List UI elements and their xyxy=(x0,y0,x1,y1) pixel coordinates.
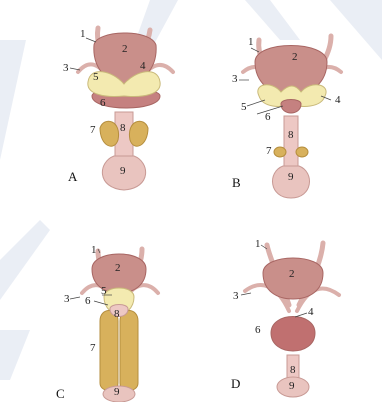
bulbourethral-gland-left xyxy=(100,311,118,391)
marker-7: 7 xyxy=(266,146,272,157)
panel-label-a: A xyxy=(68,170,77,183)
marker-4: 4 xyxy=(140,61,146,72)
marker-1: 1 xyxy=(91,245,97,256)
panel-label-c: C xyxy=(56,387,65,400)
panel-a: 1 2 3 4 5 6 7 8 9 A xyxy=(0,0,191,201)
marker-7: 7 xyxy=(90,125,96,136)
marker-8: 8 xyxy=(288,130,294,141)
marker-6: 6 xyxy=(265,112,271,123)
urethra xyxy=(284,116,298,168)
marker-3: 3 xyxy=(63,63,69,74)
marker-4: 4 xyxy=(335,95,341,106)
panel-b: 1 2 3 4 5 6 8 7 9 B xyxy=(191,0,382,201)
marker-5: 5 xyxy=(93,72,99,83)
marker-1: 1 xyxy=(248,37,254,48)
bulbourethral-gland-left xyxy=(274,147,286,157)
panel-label-d: D xyxy=(231,377,240,390)
panel-c: 1 2 5 3 6 8 7 9 C xyxy=(0,201,191,402)
panel-c-illustration xyxy=(0,201,191,402)
bulbourethral-gland-right xyxy=(129,121,148,146)
panel-a-illustration xyxy=(0,0,191,201)
marker-4: 4 xyxy=(308,307,314,318)
marker-8: 8 xyxy=(290,365,296,376)
marker-5: 5 xyxy=(101,286,107,297)
marker-1: 1 xyxy=(255,239,261,250)
panel-b-illustration xyxy=(191,0,382,201)
marker-7: 7 xyxy=(90,343,96,354)
marker-5: 5 xyxy=(241,102,247,113)
marker-9: 9 xyxy=(289,381,295,392)
marker-3: 3 xyxy=(233,291,239,302)
marker-8: 8 xyxy=(114,309,120,320)
marker-6: 6 xyxy=(100,98,106,109)
marker-9: 9 xyxy=(288,172,294,183)
bulbourethral-gland-left xyxy=(100,121,119,146)
panel-label-b: B xyxy=(232,176,241,189)
marker-2: 2 xyxy=(292,52,298,63)
prostate xyxy=(271,317,315,352)
bulbourethral-gland-right xyxy=(120,311,138,391)
marker-3: 3 xyxy=(64,294,70,305)
marker-6: 6 xyxy=(255,325,261,336)
marker-1: 1 xyxy=(80,29,86,40)
panel-d: 1 2 3 4 6 8 9 D xyxy=(191,201,382,402)
marker-2: 2 xyxy=(122,44,128,55)
marker-9: 9 xyxy=(114,387,120,398)
prostate xyxy=(281,100,301,114)
marker-6: 6 xyxy=(85,296,91,307)
marker-2: 2 xyxy=(115,263,121,274)
marker-3: 3 xyxy=(232,74,238,85)
marker-8: 8 xyxy=(120,123,126,134)
bulbourethral-gland-right xyxy=(296,147,308,157)
marker-9: 9 xyxy=(120,166,126,177)
marker-2: 2 xyxy=(289,269,295,280)
panel-d-illustration xyxy=(191,201,382,402)
